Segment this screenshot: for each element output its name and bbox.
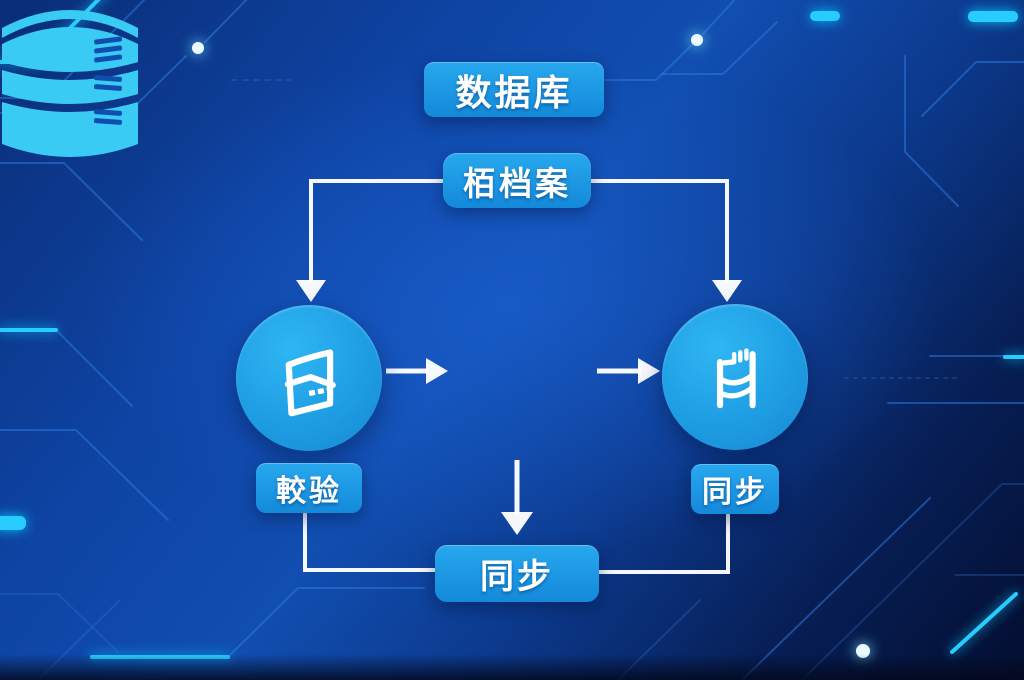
archive-label: 栢档案 — [443, 153, 591, 208]
archive-label-text: 栢档案 — [463, 164, 571, 202]
arrowhead-down-left — [296, 280, 326, 302]
line-sync-to-bottom — [599, 514, 730, 574]
arrowhead-right-1 — [426, 358, 448, 384]
arrow-archive-to-verify — [309, 179, 443, 282]
sync-circle — [662, 304, 808, 450]
sync-right-label-text: 同步 — [702, 476, 768, 509]
sync-right-label: 同步 — [691, 464, 779, 514]
verify-label-text: 較验 — [276, 475, 342, 508]
database-server-stack-icon — [2, 10, 138, 157]
server-rack-sync-icon — [716, 348, 756, 409]
server-vent-slots — [93, 36, 123, 125]
arrow-archive-to-sync — [591, 179, 729, 282]
database-label-text: 数据库 — [455, 71, 573, 113]
arrowhead-down-center — [501, 512, 533, 535]
sync-bottom-label: 同步 — [435, 545, 599, 602]
verify-label: 較验 — [256, 463, 362, 513]
verify-circle — [236, 305, 382, 451]
arrowhead-down-right — [712, 280, 742, 302]
line-verify-to-bottom — [303, 513, 435, 572]
bottom-vignette — [0, 654, 1024, 680]
open-document-folder-icon — [284, 349, 336, 417]
arrowhead-right-2 — [638, 358, 660, 384]
sync-bottom-label-text: 同步 — [480, 558, 554, 596]
database-label: 数据库 — [424, 62, 604, 117]
